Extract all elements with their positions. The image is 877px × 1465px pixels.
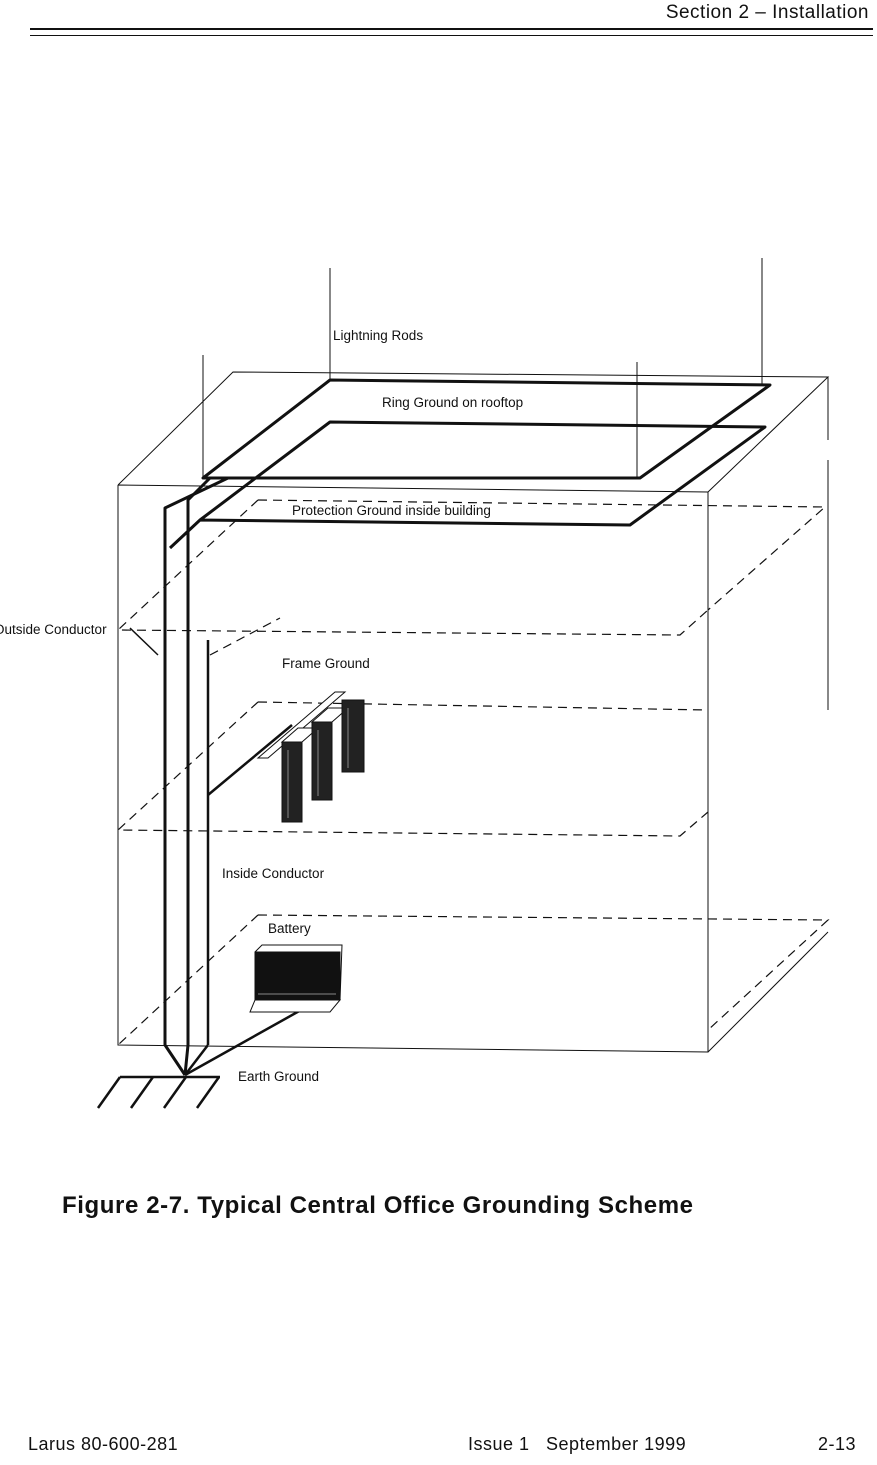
label-protection-ground: Protection Ground inside building <box>292 503 491 518</box>
frame-ground-racks <box>258 692 364 822</box>
label-inside-conductor: Inside Conductor <box>222 866 325 881</box>
label-earth-ground: Earth Ground <box>238 1069 319 1084</box>
battery <box>250 945 342 1012</box>
protection-ground-ring <box>170 422 765 548</box>
earth-ground-symbol <box>98 1077 220 1108</box>
lightning-rods <box>203 258 762 478</box>
footer-doc-number: Larus 80-600-281 <box>28 1434 178 1455</box>
footer-issue-date: Issue 1 September 1999 <box>468 1434 686 1455</box>
building-outline <box>118 372 828 1052</box>
label-battery: Battery <box>268 921 311 936</box>
label-outside-conductor: Outside Conductor <box>0 622 107 637</box>
label-ring-ground: Ring Ground on rooftop <box>382 395 523 410</box>
label-lightning-rods: Lightning Rods <box>333 328 423 343</box>
outside-conductor <box>165 478 228 1075</box>
floor-dashed-lines <box>118 500 828 1045</box>
label-frame-ground: Frame Ground <box>282 656 370 671</box>
figure-caption: Figure 2-7. Typical Central Office Groun… <box>62 1192 694 1220</box>
outside-conductor-pointer <box>130 628 158 655</box>
grounding-scheme-diagram: Lightning Rods Ring Ground on rooftop Pr… <box>0 0 877 1160</box>
footer-page-number: 2-13 <box>818 1434 856 1455</box>
